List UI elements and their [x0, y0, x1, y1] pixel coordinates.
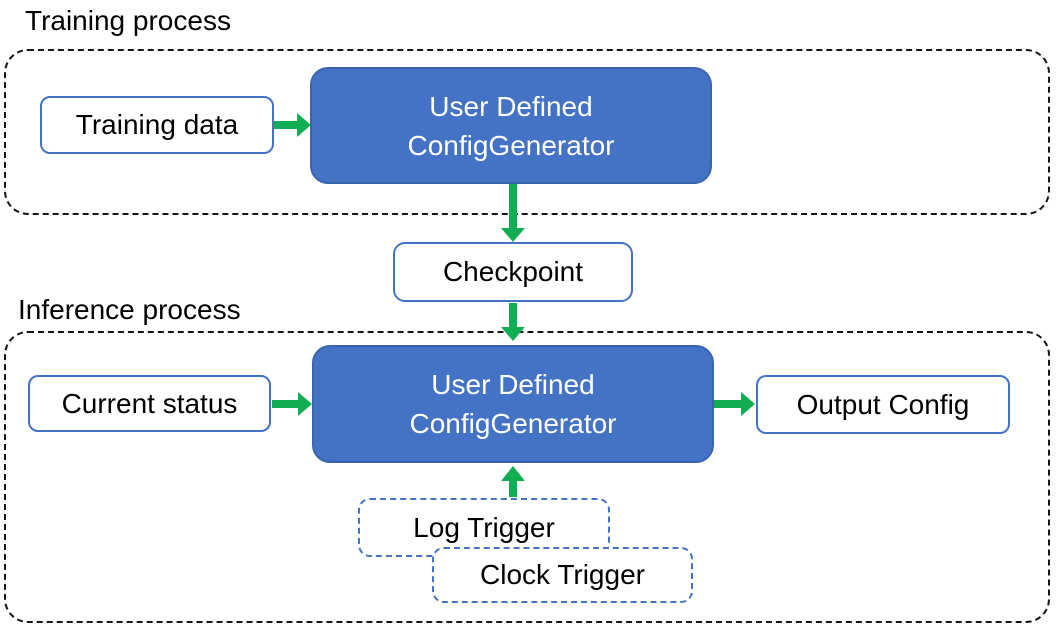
checkpoint-node: Checkpoint	[393, 242, 633, 302]
config-generator-inference-node: User Defined ConfigGenerator	[312, 345, 714, 463]
config-generator-training-line1: User Defined	[429, 90, 593, 122]
log-trigger-label: Log Trigger	[413, 511, 555, 543]
config-generator-inference-line2: ConfigGenerator	[409, 408, 617, 439]
config-generator-training-line2: ConfigGenerator	[407, 129, 615, 161]
clock-trigger-label: Clock Trigger	[480, 559, 645, 590]
training-process-label: Training process	[25, 5, 231, 36]
training-data-node: Training data	[40, 96, 274, 154]
config-generator-inference-line1: User Defined	[431, 369, 595, 400]
output-config-label: Output Config	[796, 388, 970, 420]
output-config-node: Output Config	[756, 375, 1010, 434]
inference-process-container	[4, 331, 1050, 623]
current-status-node: Current status	[28, 375, 271, 432]
clock-trigger-node: Clock Trigger	[432, 547, 693, 603]
current-status-label: Current status	[61, 387, 238, 419]
checkpoint-label: Checkpoint	[442, 256, 584, 287]
training-process-container	[4, 49, 1050, 215]
config-generator-training-node: User Defined ConfigGenerator	[310, 67, 712, 184]
training-data-label: Training data	[75, 109, 239, 140]
inference-process-label: Inference process	[18, 294, 241, 325]
